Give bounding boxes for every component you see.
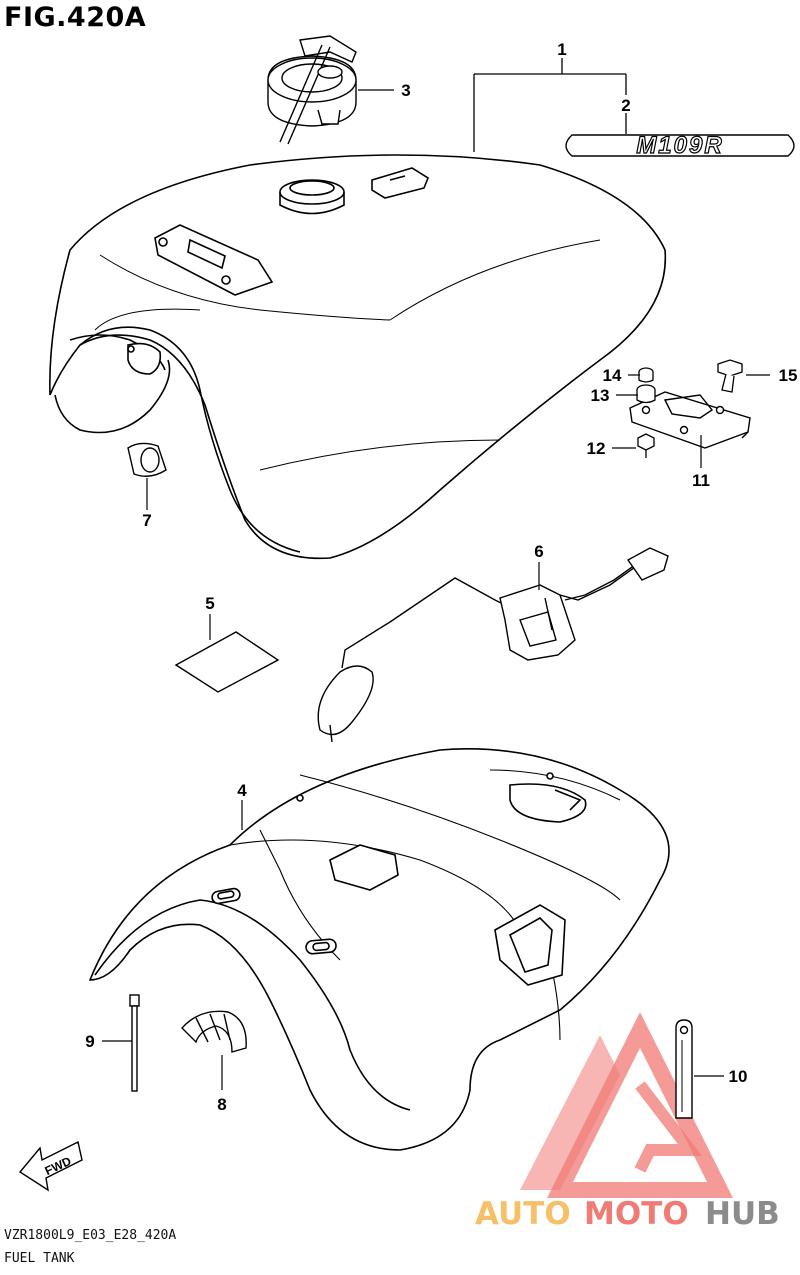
callout-5: 5 [205,594,214,613]
grommet-part-8 [181,1010,247,1053]
bolt-part-12 [637,433,655,458]
emblem-part: M109R [565,131,795,160]
clamp-part-10 [675,1019,693,1119]
callout-8: 8 [217,1095,226,1114]
cushion-part-13 [636,384,656,404]
callout-7: 7 [142,511,151,530]
diagram-name: FUEL TANK [4,1251,75,1266]
callout-9: 9 [85,1032,94,1051]
tank-cover-part-4 [88,748,670,1151]
figure-title: FIG.420A [4,2,147,33]
emblem-text: M109R [636,132,723,159]
callout-14: 14 [603,366,622,385]
callout-4: 4 [237,781,247,800]
callout-bracket-1 [473,58,627,152]
callout-6: 6 [534,542,543,561]
callout-10: 10 [729,1067,748,1086]
callout-12: 12 [587,439,606,458]
bracket-part-11 [629,391,751,449]
fuel-gauge-part-6 [317,547,669,743]
callout-1: 1 [557,40,566,59]
label-part-5 [174,631,280,693]
fuel-cap-part [267,35,357,145]
callout-13: 13 [591,386,610,405]
forward-direction-arrow: FWD [18,1140,83,1192]
diagram-code: VZR1800L9_E03_E28_420A [4,1228,177,1243]
watermark-logo: AUTO MOTO HUB [475,1012,780,1232]
callout-labels: 1 2 3 4 5 6 7 8 9 10 11 12 13 14 15 [85,40,797,1114]
cable-tie-part-9 [129,994,140,1092]
callout-2: 2 [621,96,630,115]
callout-15: 15 [779,366,798,385]
callout-11: 11 [692,471,710,490]
collar-part-14 [638,367,654,383]
callout-3: 3 [401,81,410,100]
leader-lines [102,89,770,1090]
cushion-part-7 [127,442,167,477]
watermark-text-moto: MOTO [584,1196,689,1232]
watermark-text-auto: AUTO [475,1196,571,1232]
bolt-part-15 [717,359,743,393]
watermark-text-hub: HUB [705,1196,780,1232]
fuel-tank-part [49,154,667,560]
